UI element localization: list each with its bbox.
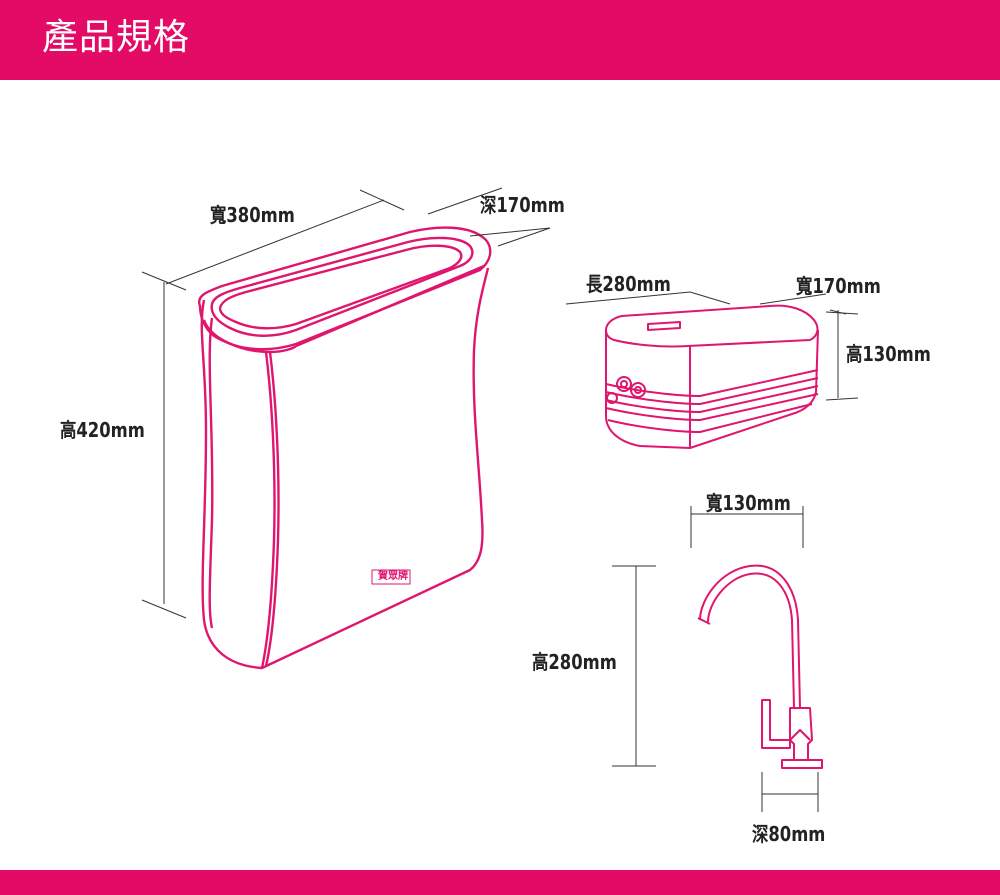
header-bar: 產品規格 — [0, 0, 1000, 80]
page-title: 產品規格 — [42, 17, 191, 58]
pump-length-label: 長280mm — [586, 272, 671, 296]
footer-bar — [0, 870, 1000, 895]
brand-logo: 賀眾牌 — [378, 571, 408, 582]
faucet-dimension-lines — [612, 506, 819, 812]
purifier-height-label: 高420mm — [60, 418, 145, 442]
faucet-width-label: 寬130mm — [706, 491, 791, 515]
purifier-width-label: 寬380mm — [210, 203, 295, 227]
faucet-depth-label: 深80mm — [752, 822, 826, 846]
faucet-illustration — [697, 564, 823, 769]
pump-box-illustration — [605, 304, 819, 449]
purifier-illustration — [197, 226, 492, 670]
pump-dimension-lines — [565, 291, 859, 401]
purifier-dimension-lines — [141, 187, 551, 619]
faucet-height-label: 高280mm — [532, 650, 617, 674]
purifier-depth-label: 深170mm — [480, 193, 565, 217]
pump-height-label: 高130mm — [846, 342, 931, 366]
pump-width-label: 寬170mm — [796, 274, 881, 298]
